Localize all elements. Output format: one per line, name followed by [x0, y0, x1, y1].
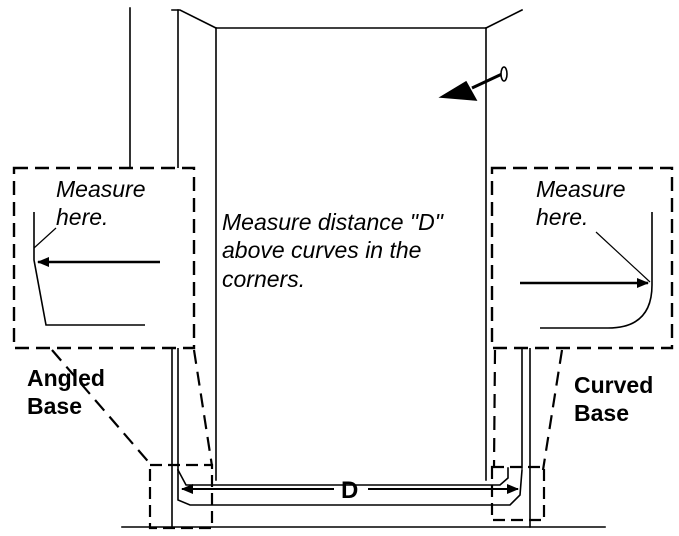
curved-base-label-line1: Curved — [574, 372, 653, 398]
back-wall — [171, 8, 524, 481]
curved-base-inset: Measure here. — [490, 166, 674, 350]
shower-head-icon — [438, 66, 508, 101]
right-wall — [521, 346, 531, 528]
left-wall — [129, 7, 179, 528]
left-inset-label-line1: Measure — [56, 176, 145, 202]
angled-base-label-line1: Angled — [27, 365, 105, 391]
angled-base-label-line2: Base — [27, 393, 82, 419]
right-corner-detail-box — [490, 465, 546, 522]
dimension-label: D — [341, 477, 358, 504]
shower-base — [176, 467, 523, 506]
left-inset-label-line2: here. — [56, 204, 108, 230]
center-text-line3: corners. — [222, 266, 305, 292]
center-text-line2: above curves in the — [222, 237, 421, 263]
curved-base-label-line2: Base — [574, 400, 629, 426]
angled-base-inset: Measure here. — [12, 166, 196, 350]
center-text-line1: Measure distance "D" — [222, 209, 445, 235]
right-inset-label-line1: Measure — [536, 176, 625, 202]
left-corner-detail-box — [148, 463, 214, 530]
right-inset-label-line2: here. — [536, 204, 588, 230]
inset-leader-lines — [51, 349, 564, 471]
center-instructions: Measure distance "D" above curves in the… — [222, 209, 445, 292]
dimension-d: D — [181, 477, 519, 504]
